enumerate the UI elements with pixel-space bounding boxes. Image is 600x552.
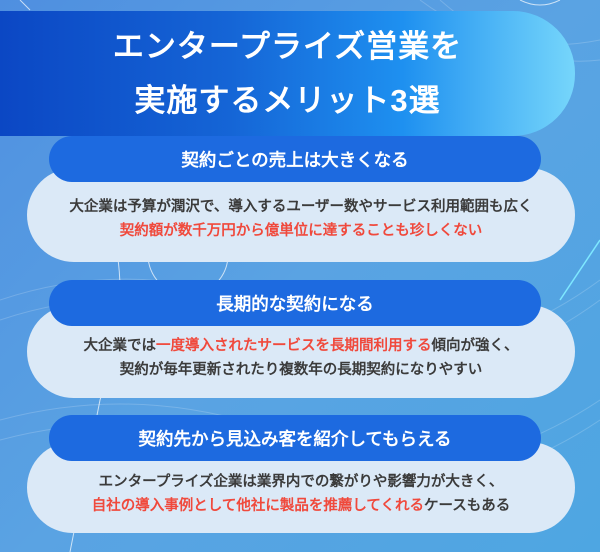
title-banner: エンタープライズ営業を 実施するメリット3選 (0, 11, 575, 136)
card-text-line-1: 大企業では一度導入されたサービスを長期間利用する傾向が強く、 (84, 334, 519, 358)
highlight-text: 契約額が数千万円から億単位に達することも珍しくない (119, 223, 483, 239)
card-text-line-1: エンタープライズ企業は業界内での繋がりや影響力が大きく、 (99, 470, 504, 494)
text: エンタープライズ企業は業界内での繋がりや影響力が大きく、 (98, 473, 504, 490)
title-line-1: エンタープライズ営業を (112, 28, 463, 64)
card-body: 大企業は予算が潤沢で、導入するユーザー数やサービス利用範囲も広く 契約額が数千万… (27, 168, 575, 262)
text: 契約が毎年更新されたり複数年の長期契約になりやすい (119, 361, 483, 378)
highlight-text: 自社の導入事例として他社に製品を推薦してくれる (91, 497, 424, 514)
card-text-line-2: 契約額が数千万円から億単位に達することも珍しくない (120, 219, 483, 243)
merit-card-2: 大企業では一度導入されたサービスを長期間利用する傾向が強く、 契約が毎年更新され… (27, 280, 575, 398)
text: 大企業は予算が潤沢で、導入するユーザー数やサービス利用範囲も広く (69, 199, 533, 215)
card-header: 契約ごとの売上は大きくなる (49, 136, 541, 182)
merit-card-3: エンタープライズ企業は業界内での繋がりや影響力が大きく、 自社の導入事例として他… (27, 415, 575, 533)
highlight-text: 一度導入されたサービスを長期間利用する (156, 337, 432, 354)
card-header: 長期的な契約になる (49, 280, 541, 326)
merit-card-1: 大企業は予算が潤沢で、導入するユーザー数やサービス利用範囲も広く 契約額が数千万… (27, 136, 575, 262)
text: 傾向が強く、 (431, 337, 519, 354)
card-text-line-2: 自社の導入事例として他社に製品を推薦してくれるケースもある (92, 494, 510, 518)
text: 大企業では (83, 337, 157, 354)
text: ケースもある (423, 497, 511, 514)
card-text-line-2: 契約が毎年更新されたり複数年の長期契約になりやすい (120, 358, 483, 382)
card-header: 契約先から見込み客を紹介してもらえる (49, 415, 541, 461)
title-line-2: 実施するメリット3選 (134, 82, 441, 118)
card-text-line-1: 大企業は予算が潤沢で、導入するユーザー数やサービス利用範囲も広く (69, 195, 532, 219)
